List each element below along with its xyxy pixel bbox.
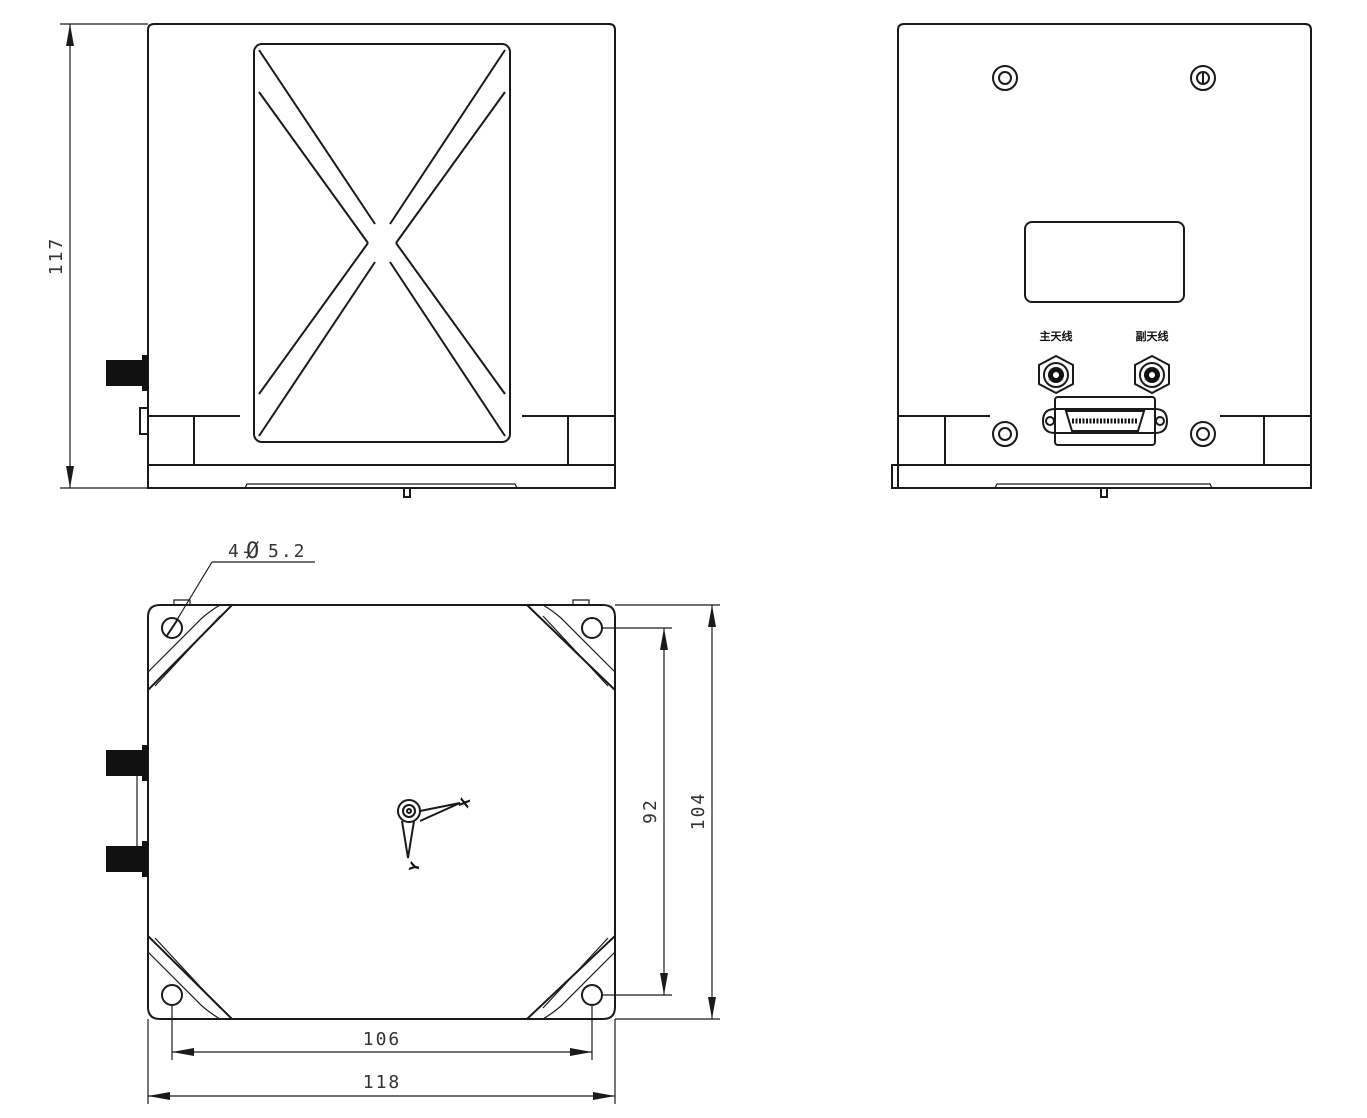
dsub-connector: [1041, 396, 1169, 446]
x-axis-label: X: [457, 796, 474, 810]
sma-connector-lower: [106, 841, 148, 877]
label-plate: [1024, 221, 1185, 303]
screw-bottom-right: [1190, 421, 1216, 447]
axis-marker: X Y: [397, 796, 474, 875]
mount-hole-bottom-right: [581, 984, 603, 1006]
dim-92: 92: [640, 798, 661, 824]
aux-antenna-label: 副天线: [1136, 329, 1169, 343]
screw-bottom-left: [992, 421, 1018, 447]
front-view: 117: [46, 23, 616, 498]
mount-hole-bottom-left: [161, 984, 183, 1006]
mount-hole-top-right: [581, 617, 603, 639]
y-axis-label: Y: [407, 860, 424, 875]
top-view: X Y 4- Ø 5.2 92 104 106: [106, 539, 720, 1104]
main-antenna-connector: [1038, 354, 1074, 395]
sma-connector-upper: [106, 745, 148, 781]
sma-connector: [106, 355, 148, 391]
aux-antenna-connector: [1134, 354, 1170, 395]
dim-106: 106: [363, 1029, 402, 1050]
bottom-pin: [403, 487, 411, 498]
screw-top-right: [1190, 65, 1216, 91]
diameter-symbol: Ø: [246, 539, 261, 564]
dim-104: 104: [688, 792, 709, 831]
dim-118: 118: [363, 1072, 402, 1093]
hole-diameter: 5.2: [268, 541, 307, 562]
hole-spec-prefix: 4-: [228, 541, 254, 562]
screw-top-left: [992, 65, 1018, 91]
x-panel: [253, 43, 511, 443]
rear-view: 主天线 副天线: [891, 23, 1312, 498]
dim-117: 117: [46, 237, 67, 276]
rear-bottom-pin: [1100, 487, 1108, 498]
main-antenna-label: 主天线: [1040, 329, 1073, 343]
